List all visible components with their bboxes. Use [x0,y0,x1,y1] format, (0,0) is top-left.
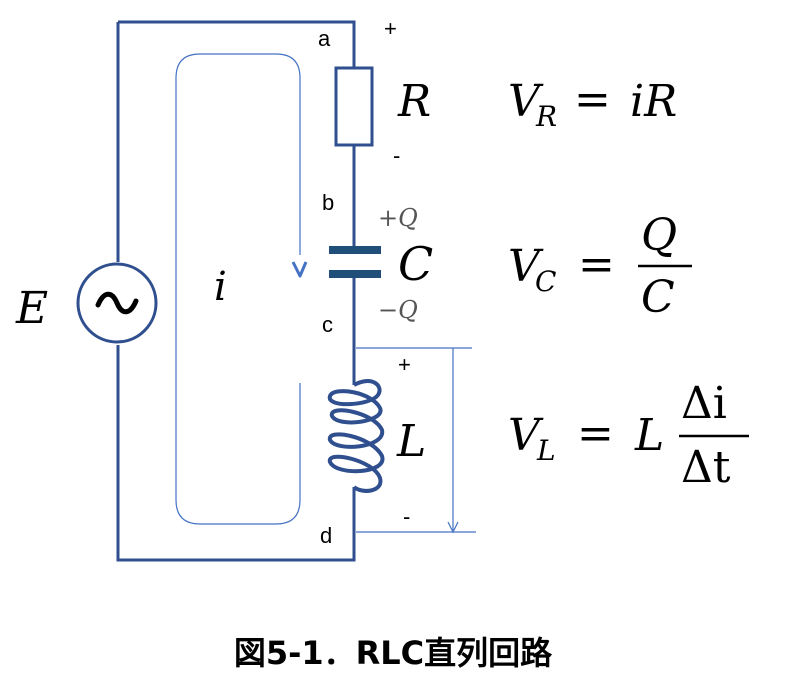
eq-l-coefficient: L [634,410,664,461]
inductor-voltage-marker [356,347,476,534]
eq-c-equals: = [578,239,615,290]
eq-r-rhs: iR [630,76,677,127]
eq-l-lhs: V [508,410,544,461]
eq-c-sub: C [535,265,556,298]
resistor [334,66,374,147]
eq-r-equals: = [574,74,611,125]
node-c-label: c [322,312,333,337]
eq-c-numerator: Q [641,210,677,261]
resistor-label: R [397,76,431,127]
current-label: i [214,264,227,310]
source-label: E [15,283,48,334]
eq-r-lhs: V [508,76,544,127]
circuit-wires [116,20,356,562]
resistor-minus: - [393,143,400,168]
eq-l-denominator: Δt [681,442,731,493]
inductor-label: L [396,416,426,467]
ac-source [76,262,158,344]
equation-resistor: V R = iR [508,74,677,133]
node-a-label: a [318,26,331,51]
eq-r-sub: R [535,100,557,133]
eq-c-denominator: C [641,272,675,323]
inductor-plus: + [398,352,411,377]
node-d-label: d [320,523,332,548]
current-loop [175,53,301,525]
resistor-plus: + [384,16,397,41]
eq-l-equals: = [577,408,614,459]
current-arrow-icon [291,261,308,278]
equation-capacitor: V C = Q C [508,210,692,323]
eq-l-sub: L [536,434,556,467]
eq-c-lhs: V [508,241,544,292]
inductor-coil [327,379,385,493]
equation-inductor: V L = L Δi Δt [508,378,749,493]
sine-wave-icon [95,291,139,315]
figure-caption: 図5-1．RLC直列回路 [233,634,553,672]
capacitor [329,246,381,278]
eq-l-numerator: Δi [681,378,727,429]
inductor-minus: - [403,504,410,529]
node-b-label: b [322,190,334,215]
capacitor-plus-charge: +Q [378,204,418,232]
capacitor-minus-charge: −Q [378,296,418,324]
capacitor-label: C [398,237,433,291]
